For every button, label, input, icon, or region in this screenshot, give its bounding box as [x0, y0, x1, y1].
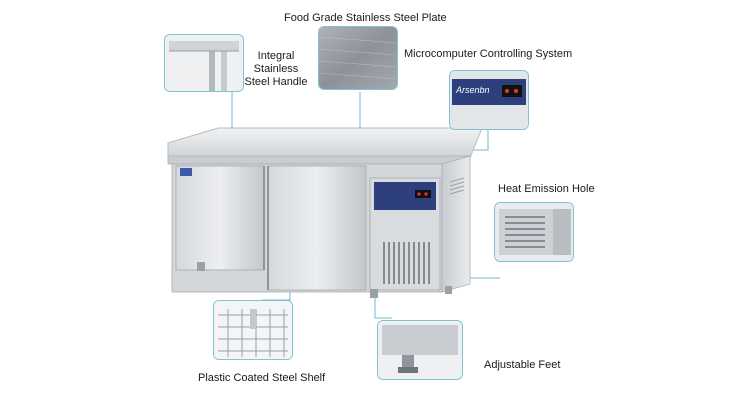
- shelf-detail-image: [214, 301, 292, 359]
- label-shelf: Plastic Coated Steel Shelf: [198, 372, 326, 384]
- counter-top: [167, 127, 483, 159]
- left-door: [175, 165, 265, 271]
- callout-heat-hole: [494, 202, 574, 262]
- foot-mid: [370, 289, 378, 298]
- front-vent-grille: [383, 242, 430, 284]
- brand-badge: [180, 168, 192, 176]
- led-2: [424, 192, 428, 196]
- callout-steel-plate: [318, 26, 398, 90]
- steel-plate-texture-image: [319, 27, 397, 89]
- callout-shelf: [213, 300, 293, 360]
- label-heat-hole: Heat Emission Hole: [498, 183, 595, 195]
- heat-hole-detail-image: [495, 203, 573, 261]
- label-controller: Microcomputer Controlling System: [404, 48, 573, 60]
- label-handle-line1: Integral: [257, 50, 295, 62]
- led-1: [417, 192, 421, 196]
- label-handle-line2: Stainless: [253, 63, 299, 75]
- feet-detail-image: [378, 321, 462, 379]
- callout-feet: [377, 320, 463, 380]
- leader-feet: [374, 296, 392, 319]
- callout-controller: Arsenbn: [449, 70, 529, 130]
- foot-left: [197, 262, 205, 271]
- side-vent: [449, 177, 465, 195]
- label-handle: Integral Stainless Steel Handle: [244, 50, 308, 89]
- controller-brand-text: Arsenbn: [456, 85, 490, 95]
- controller-panel-image: [450, 71, 528, 129]
- label-steel-plate: Food Grade Stainless Steel Plate: [284, 12, 447, 24]
- foot-right: [445, 286, 452, 294]
- middle-door: [267, 165, 367, 291]
- cabinet-side: [441, 155, 471, 293]
- counter-edge: [167, 155, 471, 165]
- label-feet: Adjustable Feet: [484, 359, 561, 371]
- digital-display: [415, 190, 431, 198]
- handle-detail-image: [165, 35, 243, 91]
- callout-handle: [164, 34, 244, 92]
- label-handle-line3: Steel Handle: [244, 76, 308, 88]
